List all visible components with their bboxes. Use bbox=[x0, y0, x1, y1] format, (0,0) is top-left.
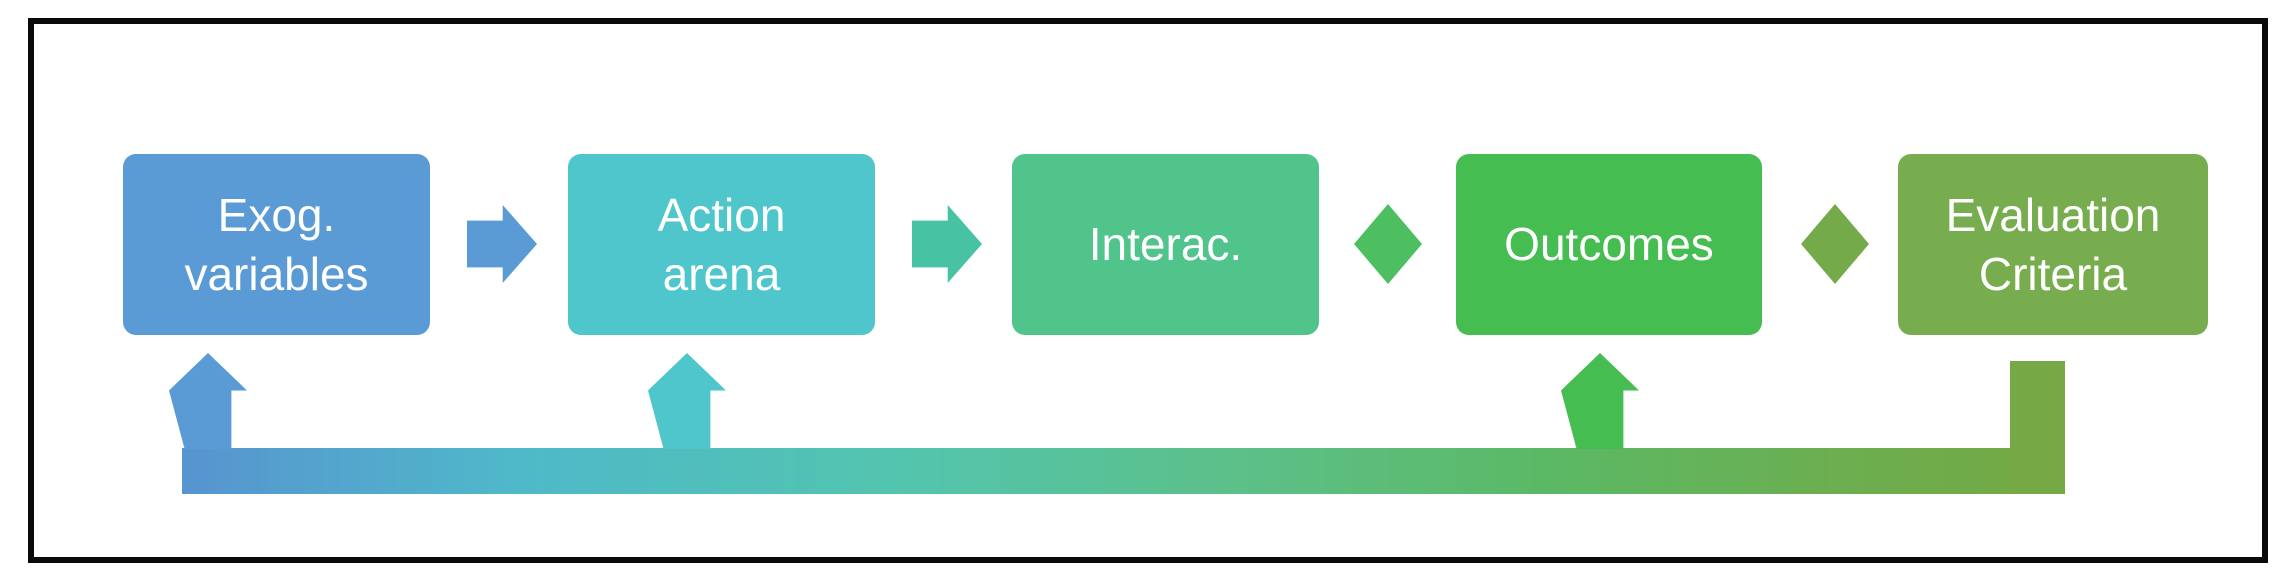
node-outcomes: Outcomes bbox=[1456, 154, 1762, 335]
node-exog-variables: Exog. variables bbox=[123, 154, 430, 335]
node-action-arena: Action arena bbox=[568, 154, 875, 335]
node-evaluation-criteria: Evaluation Criteria bbox=[1898, 154, 2208, 335]
node-interactions: Interac. bbox=[1012, 154, 1319, 335]
feedback-loop-bar bbox=[182, 448, 2065, 494]
feedback-loop-riser bbox=[2010, 361, 2065, 494]
